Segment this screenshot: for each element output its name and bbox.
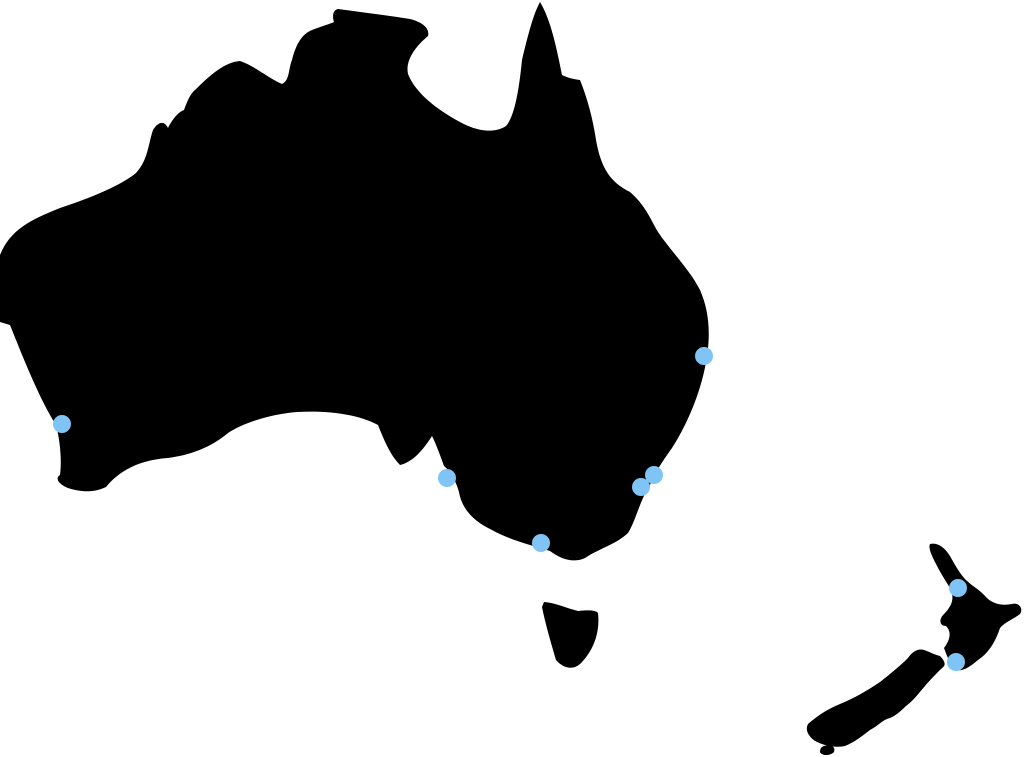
tasmania [542, 602, 599, 668]
new-zealand-south-island [806, 649, 945, 747]
stewart-island [820, 745, 835, 755]
australia-mainland [0, 2, 709, 561]
marker-sydney[interactable] [645, 466, 663, 484]
marker-canberra[interactable] [632, 478, 650, 496]
marker-melbourne[interactable] [532, 534, 550, 552]
marker-wellington[interactable] [947, 653, 965, 671]
marker-auckland[interactable] [949, 579, 967, 597]
marker-perth[interactable] [53, 415, 71, 433]
new-zealand-north-island [929, 543, 1022, 671]
marker-brisbane[interactable] [695, 347, 713, 365]
marker-adelaide[interactable] [438, 469, 456, 487]
